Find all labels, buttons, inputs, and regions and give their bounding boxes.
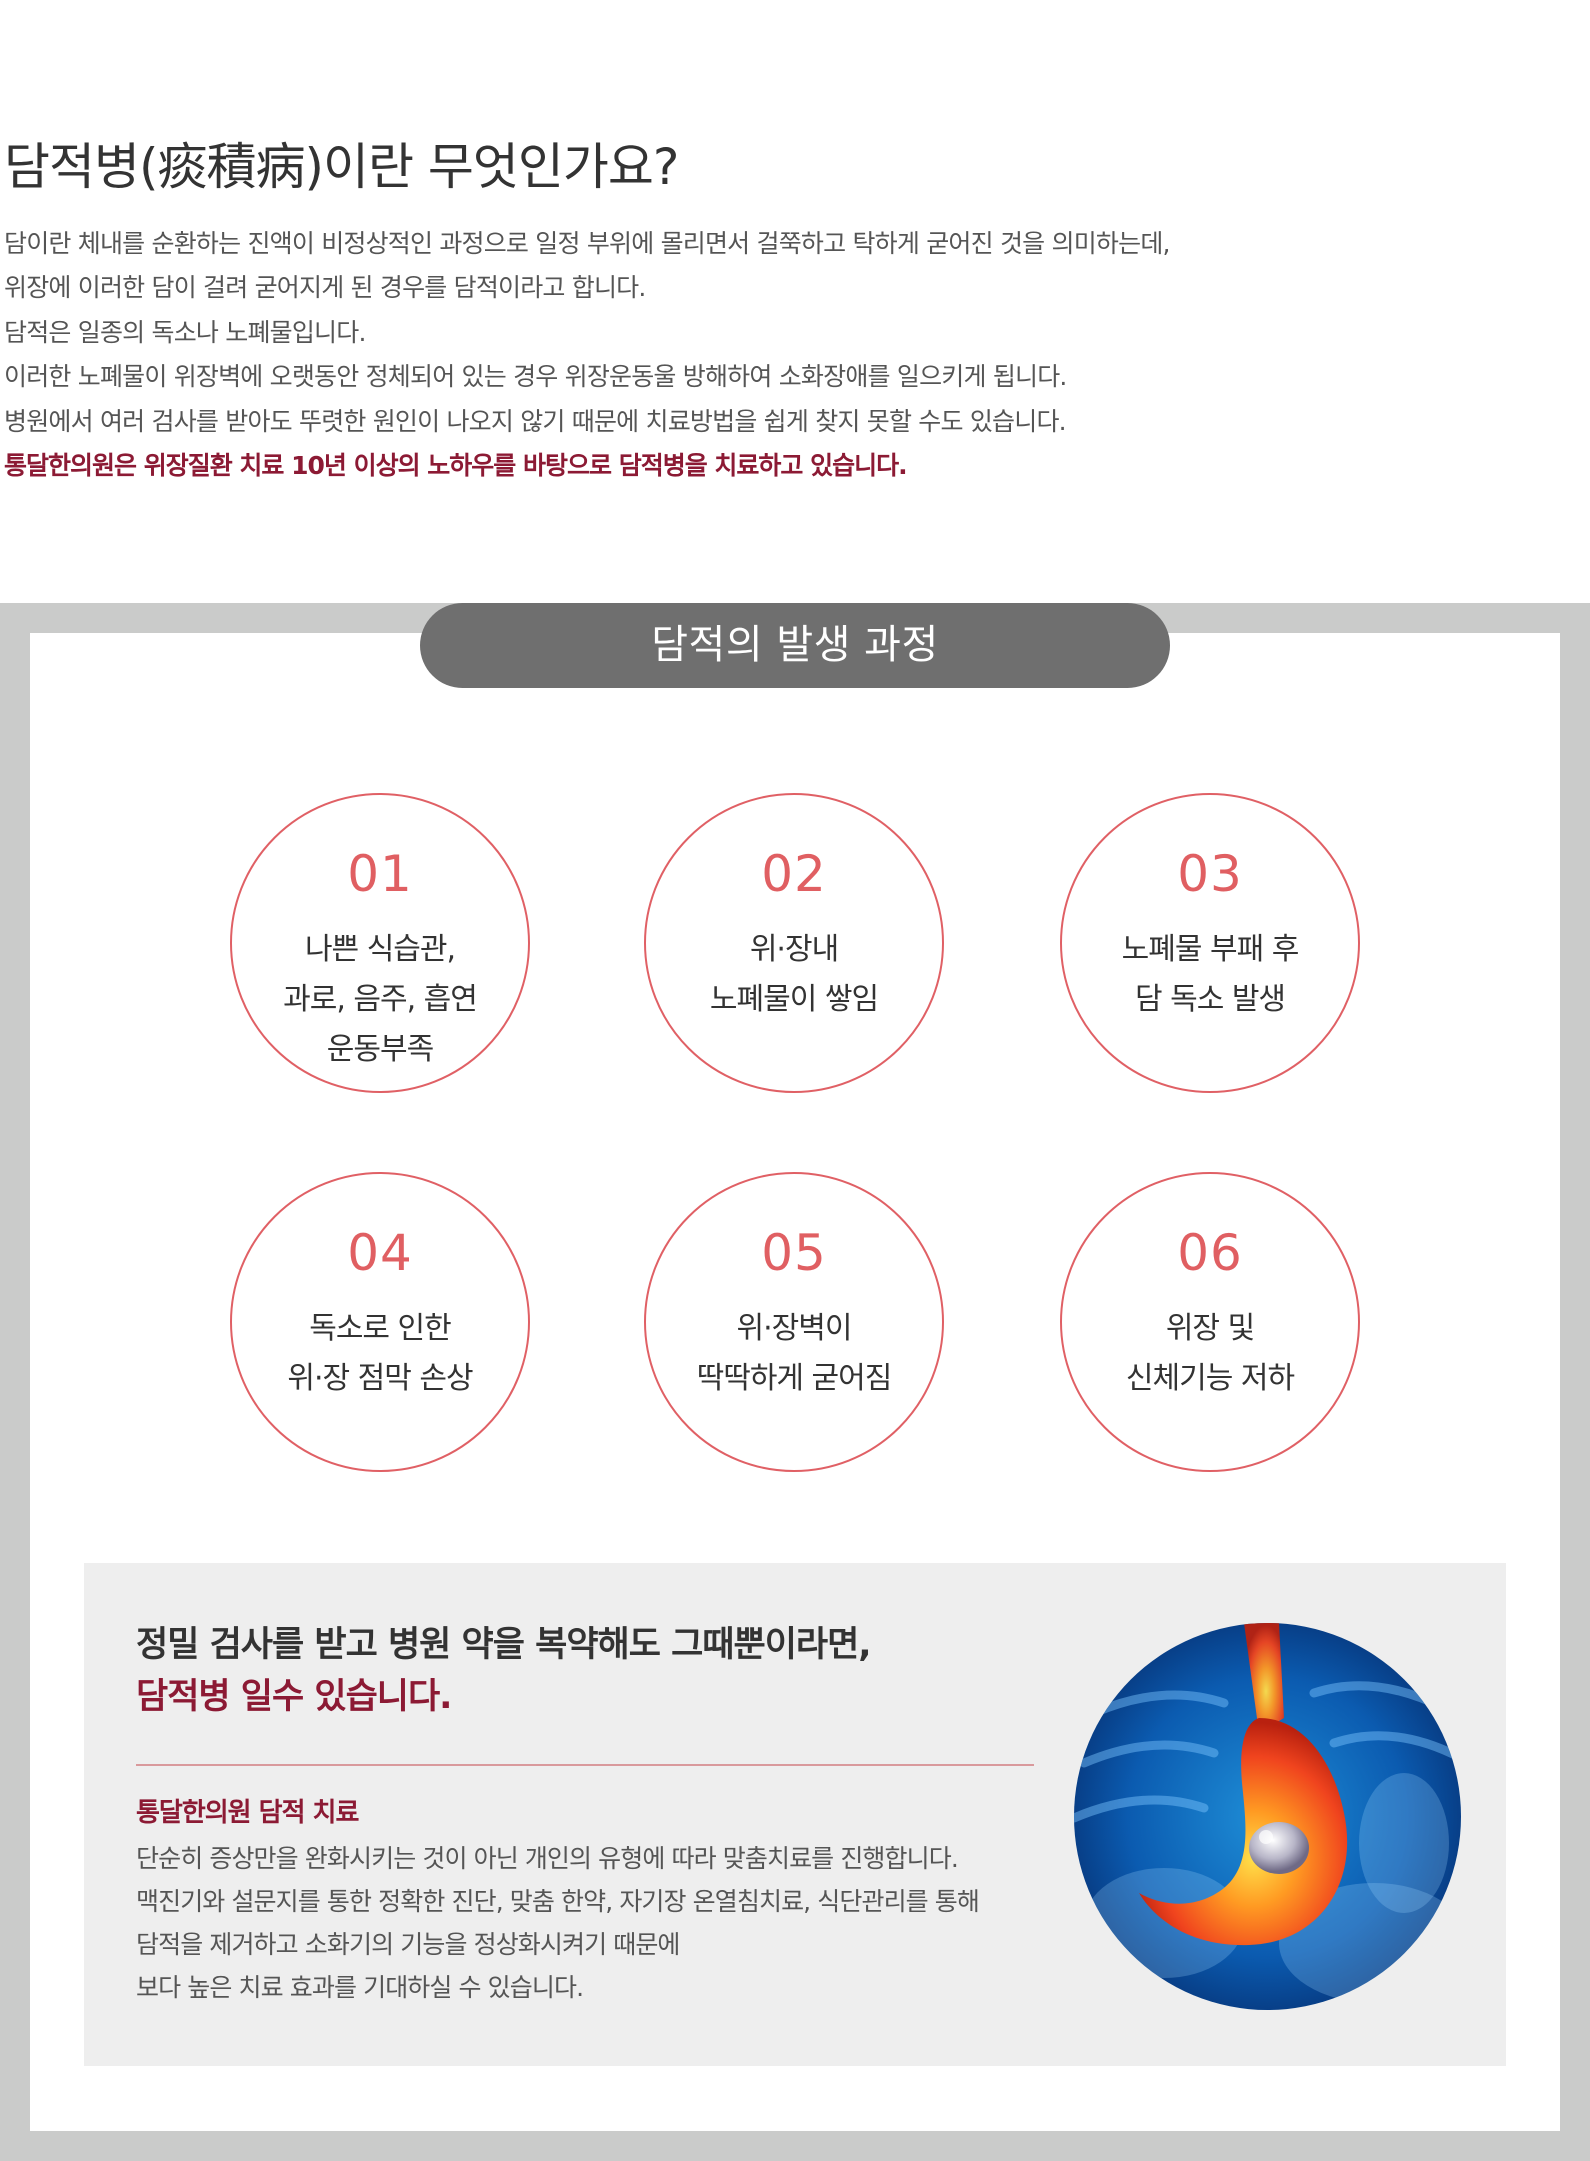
intro-line: 위장에 이러한 담이 걸려 굳어지게 된 경우를 담적이라고 합니다. <box>4 273 646 303</box>
step-number: 05 <box>761 1224 827 1282</box>
process-title-pill: 담적의 발생 과정 <box>420 603 1170 688</box>
step-text-line: 나쁜 식습관, <box>304 932 456 967</box>
intro-description: 담이란 체내를 순환하는 진액이 비정상적인 과정으로 일정 부위에 몰리면서 … <box>4 222 1564 488</box>
step-text: 독소로 인한 위·장 점막 손상 <box>232 1304 528 1404</box>
treatment-divider <box>136 1764 1034 1766</box>
intro-line: 담적은 일종의 독소나 노폐물입니다. <box>4 317 366 347</box>
step-text-line: 담 독소 발생 <box>1134 982 1286 1017</box>
process-step-03: 03 노폐물 부패 후 담 독소 발생 <box>1060 793 1360 1093</box>
step-number: 06 <box>1177 1224 1243 1282</box>
process-step-06: 06 위장 및 신체기능 저하 <box>1060 1172 1360 1472</box>
step-text-line: 독소로 인한 <box>309 1311 452 1346</box>
treatment-line: 맥진기와 설문지를 통한 정확한 진단, 맞춤 한약, 자기장 온열침치료, 식… <box>136 1887 980 1916</box>
step-text: 위장 및 신체기능 저하 <box>1062 1304 1358 1404</box>
step-number: 03 <box>1177 845 1243 903</box>
step-text-line: 운동부족 <box>326 1032 434 1067</box>
step-text: 위·장내 노폐물이 쌓임 <box>646 925 942 1025</box>
intro-line: 이러한 노폐물이 위장벽에 오랫동안 정체되어 있는 경우 위장운동울 방해하여… <box>4 362 1067 392</box>
treatment-headline: 정밀 검사를 받고 병원 약을 복약해도 그때뿐이라면, 담적병 일수 있습니다… <box>136 1619 872 1723</box>
intro-line: 담이란 체내를 순환하는 진액이 비정상적인 과정으로 일정 부위에 몰리면서 … <box>4 229 1170 258</box>
step-number: 01 <box>347 845 413 903</box>
step-text-line: 딱딱하게 굳어짐 <box>696 1361 893 1396</box>
page-title: 담적병(痰積病)이란 무엇인가요? <box>4 138 679 196</box>
treatment-line: 보다 높은 치료 효과를 기대하실 수 있습니다. <box>136 1973 584 2002</box>
treatment-line: 단순히 증상만을 완화시키는 것이 아닌 개인의 유형에 따라 맞춤치료를 진행… <box>136 1844 959 1873</box>
treatment-box: 정밀 검사를 받고 병원 약을 복약해도 그때뿐이라면, 담적병 일수 있습니다… <box>84 1563 1506 2066</box>
step-text: 위·장벽이 딱딱하게 굳어짐 <box>646 1304 942 1404</box>
step-number: 04 <box>347 1224 413 1282</box>
process-step-01: 01 나쁜 식습관, 과로, 음주, 흡연 운동부족 <box>230 793 530 1093</box>
step-text-line: 위·장벽이 <box>736 1311 853 1346</box>
step-text-line: 노폐물이 쌓임 <box>709 982 879 1017</box>
intro-section: 담적병(痰積病)이란 무엇인가요? 담이란 체내를 순환하는 진액이 비정상적인… <box>0 0 1590 600</box>
step-text: 노폐물 부패 후 담 독소 발생 <box>1062 925 1358 1025</box>
process-step-02: 02 위·장내 노폐물이 쌓임 <box>644 793 944 1093</box>
stomach-illustration-icon <box>1074 1623 1461 2010</box>
treatment-subtitle: 통달한의원 담적 치료 <box>136 1798 359 1828</box>
step-text-line: 위·장 점막 손상 <box>287 1361 473 1396</box>
step-text-line: 위·장내 <box>749 932 839 967</box>
process-step-04: 04 독소로 인한 위·장 점막 손상 <box>230 1172 530 1472</box>
intro-line: 병원에서 여러 검사를 받아도 뚜렷한 원인이 나오지 않기 때문에 치료방법을… <box>4 406 1067 436</box>
treatment-headline-text: 정밀 검사를 받고 병원 약을 복약해도 그때뿐이라면, <box>136 1625 872 1665</box>
step-text-line: 노폐물 부패 후 <box>1121 932 1300 967</box>
step-text-line: 과로, 음주, 흡연 <box>283 982 478 1017</box>
step-number: 02 <box>761 845 827 903</box>
treatment-headline-emphasis: 담적병 일수 있습니다. <box>136 1677 452 1717</box>
step-text-line: 신체기능 저하 <box>1125 1361 1295 1396</box>
treatment-line: 담적을 제거하고 소화기의 기능을 정상화시켜기 때문에 <box>136 1930 680 1959</box>
intro-highlight: 통달한의원은 위장질환 치료 10년 이상의 노하우를 바탕으로 담적병을 치료… <box>4 451 908 481</box>
step-text-line: 위장 및 <box>1165 1311 1255 1346</box>
process-step-05: 05 위·장벽이 딱딱하게 굳어짐 <box>644 1172 944 1472</box>
treatment-description: 단순히 증상만을 완화시키는 것이 아닌 개인의 유형에 따라 맞춤치료를 진행… <box>136 1837 1076 2009</box>
step-text: 나쁜 식습관, 과로, 음주, 흡연 운동부족 <box>232 925 528 1075</box>
